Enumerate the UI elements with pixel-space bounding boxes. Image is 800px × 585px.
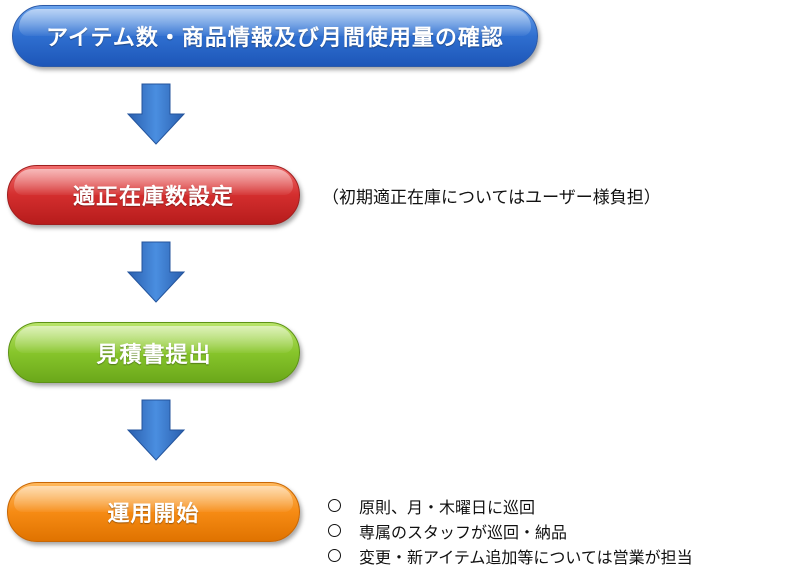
flow-step-start-operation: 運用開始 [7, 482, 300, 542]
circle-bullet-icon [328, 524, 341, 537]
circle-bullet-icon [328, 499, 341, 512]
operation-bullet-list: 原則、月・木曜日に巡回 専属のスタッフが巡回・納品 変更・新アイテム追加等につい… [328, 493, 693, 568]
flow-step-submit-quote: 見積書提出 [8, 322, 300, 383]
flow-step-label: 適正在庫数設定 [72, 185, 234, 210]
down-arrow-icon [126, 399, 186, 461]
down-arrow-icon [126, 241, 186, 303]
circle-bullet-icon [328, 549, 341, 562]
list-item-text: 専属のスタッフが巡回・納品 [359, 522, 568, 542]
down-arrow-icon [126, 83, 186, 145]
list-item: 原則、月・木曜日に巡回 [328, 493, 693, 518]
flow-step-label: アイテム数・商品情報及び月間使用量の確認 [46, 26, 504, 51]
flow-step-label: 見積書提出 [96, 342, 212, 368]
step-note: （初期適正在庫についてはユーザー様負担） [322, 188, 661, 208]
list-item-text: 変更・新アイテム追加等については営業が担当 [359, 547, 693, 567]
list-item: 専属のスタッフが巡回・納品 [328, 518, 693, 543]
flow-step-set-stock: 適正在庫数設定 [7, 165, 300, 225]
list-item: 変更・新アイテム追加等については営業が担当 [328, 543, 693, 568]
list-item-text: 原則、月・木曜日に巡回 [359, 497, 536, 517]
flow-step-confirm-items: アイテム数・商品情報及び月間使用量の確認 [12, 5, 538, 67]
flow-step-label: 運用開始 [107, 502, 200, 527]
